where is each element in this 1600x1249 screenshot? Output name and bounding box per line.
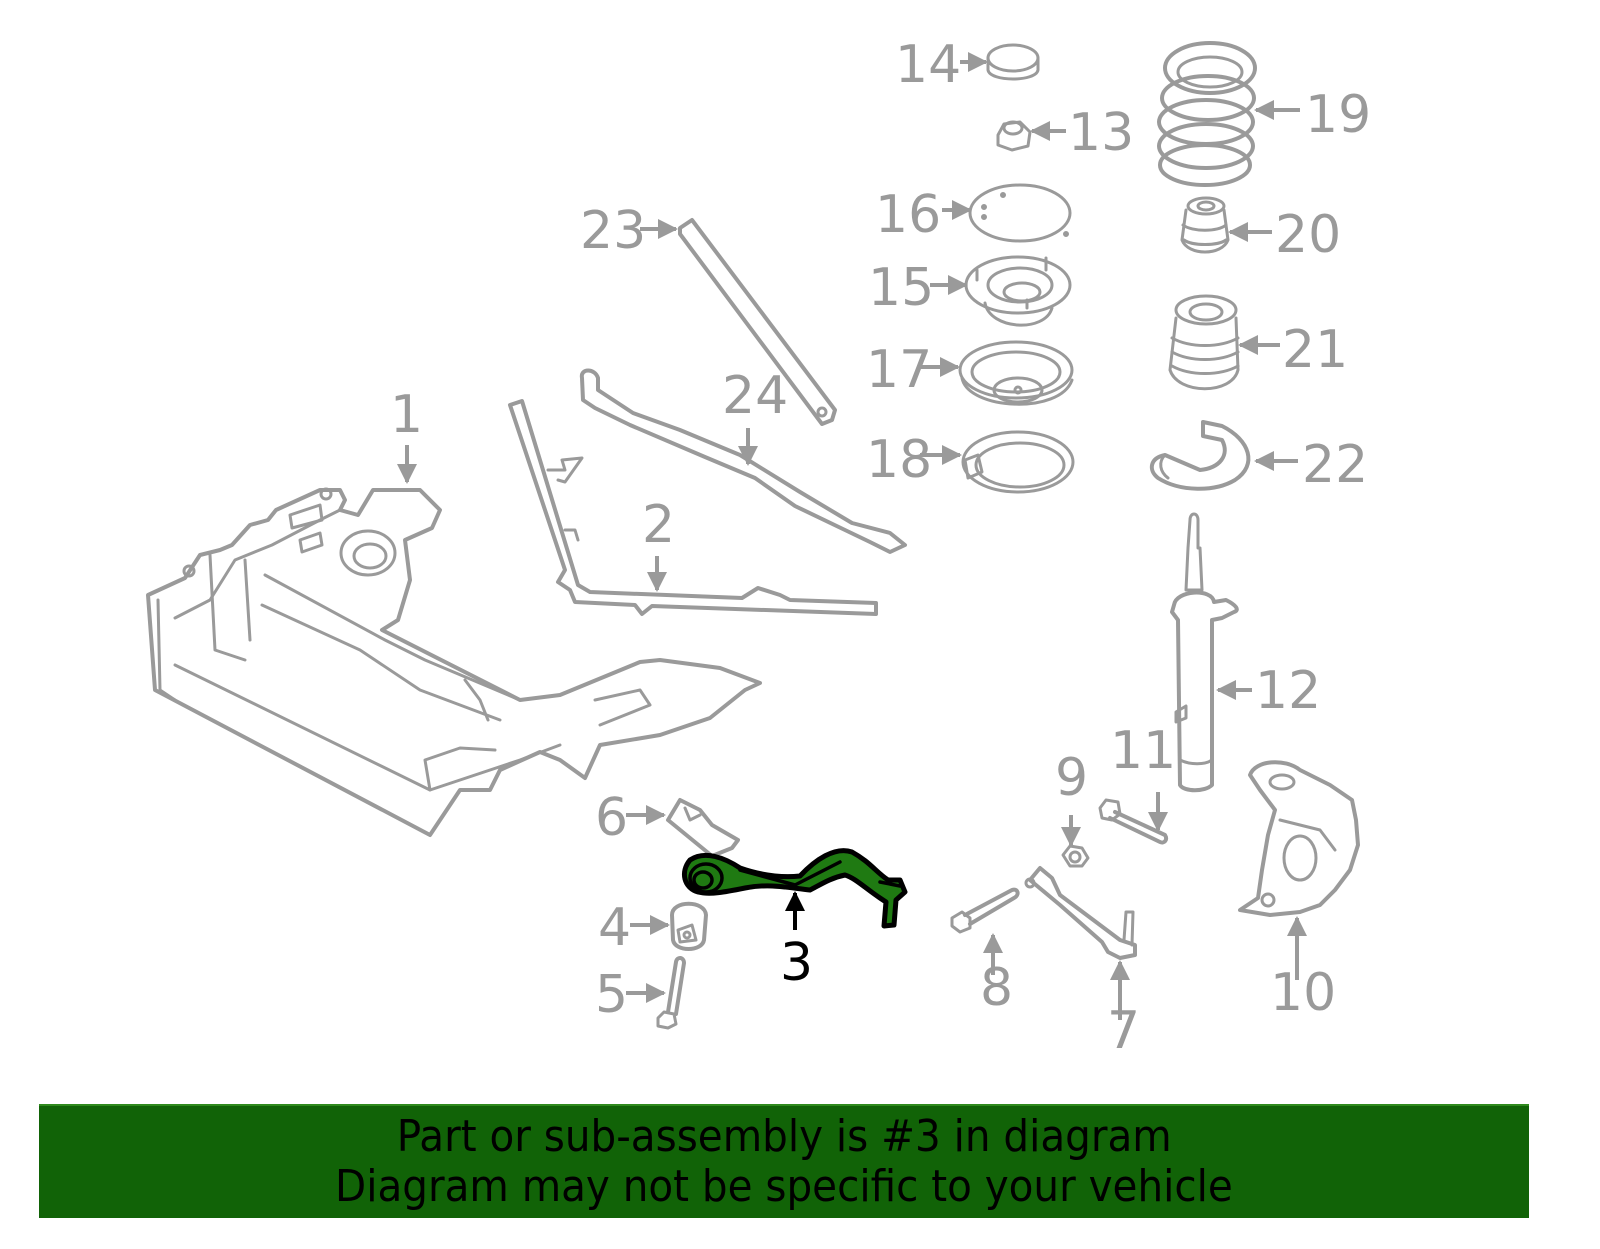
part-21-dust-boot[interactable] bbox=[1168, 294, 1240, 391]
part-10-steering-knuckle[interactable] bbox=[1238, 760, 1360, 917]
callout-22: 22 bbox=[1254, 435, 1368, 495]
callout-19: 19 bbox=[1254, 85, 1371, 145]
callout-13: 13 bbox=[1030, 103, 1134, 163]
svg-text:13: 13 bbox=[1068, 103, 1134, 163]
part-4-bushing[interactable] bbox=[670, 901, 708, 951]
svg-text:14: 14 bbox=[895, 35, 961, 95]
part-19-coil-spring[interactable] bbox=[1157, 41, 1257, 187]
info-banner: Part or sub-assembly is #3 in diagram Di… bbox=[39, 1104, 1529, 1218]
callout-5: 5 bbox=[595, 965, 666, 1025]
callout-1: 1 bbox=[390, 385, 423, 484]
part-20-bump-stop[interactable] bbox=[1180, 196, 1230, 254]
svg-text:21: 21 bbox=[1282, 320, 1348, 380]
part-6-bracket[interactable] bbox=[666, 798, 740, 858]
part-7-control-arm[interactable] bbox=[1024, 866, 1137, 960]
svg-text:10: 10 bbox=[1270, 963, 1336, 1023]
callout-10: 10 bbox=[1270, 916, 1336, 1023]
callout-12: 12 bbox=[1216, 661, 1321, 721]
part-23-strut-rod[interactable] bbox=[678, 218, 837, 426]
svg-text:23: 23 bbox=[580, 201, 646, 261]
svg-text:24: 24 bbox=[722, 366, 788, 426]
part-18-spring-pad[interactable] bbox=[961, 430, 1075, 494]
part-12-shock-strut[interactable] bbox=[1170, 512, 1239, 793]
part-3-control-arm-highlighted[interactable] bbox=[681, 848, 908, 929]
callout-23: 23 bbox=[580, 201, 678, 261]
callout-7: 7 bbox=[1107, 960, 1140, 1061]
banner-line-part-info: Part or sub-assembly is #3 in diagram bbox=[396, 1111, 1172, 1162]
svg-text:3: 3 bbox=[780, 933, 813, 993]
svg-text:1: 1 bbox=[390, 385, 423, 445]
callout-15: 15 bbox=[868, 258, 968, 318]
svg-text:6: 6 bbox=[595, 788, 628, 848]
callout-3: 3 bbox=[780, 891, 813, 993]
callout-16: 16 bbox=[875, 185, 972, 245]
svg-text:19: 19 bbox=[1305, 85, 1371, 145]
part-14-cap[interactable] bbox=[986, 43, 1040, 81]
svg-text:9: 9 bbox=[1055, 748, 1088, 808]
callout-24: 24 bbox=[722, 366, 788, 466]
part-13-nut[interactable] bbox=[996, 120, 1032, 152]
callout-17: 17 bbox=[866, 340, 960, 400]
part-16-gasket[interactable] bbox=[968, 183, 1072, 243]
svg-text:2: 2 bbox=[642, 495, 675, 555]
svg-text:18: 18 bbox=[866, 430, 932, 490]
part-17-spring-seat[interactable] bbox=[958, 340, 1074, 406]
part-22-lower-spring-pad[interactable] bbox=[1149, 420, 1251, 491]
svg-text:4: 4 bbox=[598, 898, 631, 958]
svg-text:7: 7 bbox=[1107, 1001, 1140, 1061]
callout-11: 11 bbox=[1110, 721, 1176, 832]
parts-diagram: 1 2 23 24 6 bbox=[146, 35, 1371, 1061]
callout-4: 4 bbox=[598, 898, 670, 958]
callout-20: 20 bbox=[1228, 205, 1341, 265]
svg-text:8: 8 bbox=[980, 958, 1013, 1018]
svg-text:11: 11 bbox=[1110, 721, 1176, 781]
part-8-bolt[interactable] bbox=[950, 887, 1020, 934]
banner-line-disclaimer: Diagram may not be specific to your vehi… bbox=[335, 1161, 1233, 1212]
part-15-strut-mount[interactable] bbox=[964, 255, 1072, 327]
svg-text:22: 22 bbox=[1302, 435, 1368, 495]
part-1-subframe[interactable] bbox=[146, 487, 762, 837]
part-9-nut[interactable] bbox=[1061, 844, 1090, 868]
callout-2: 2 bbox=[642, 495, 675, 592]
svg-text:5: 5 bbox=[595, 965, 628, 1025]
callout-14: 14 bbox=[895, 35, 988, 95]
part-5-bolt[interactable] bbox=[656, 956, 686, 1030]
callout-6: 6 bbox=[595, 788, 666, 848]
svg-text:20: 20 bbox=[1275, 205, 1341, 265]
svg-text:12: 12 bbox=[1255, 661, 1321, 721]
callout-21: 21 bbox=[1238, 320, 1348, 380]
svg-text:17: 17 bbox=[866, 340, 932, 400]
part-11-bolt[interactable] bbox=[1098, 798, 1169, 845]
svg-text:15: 15 bbox=[868, 258, 934, 318]
svg-text:16: 16 bbox=[875, 185, 941, 245]
callout-18: 18 bbox=[866, 430, 962, 490]
part-2-brace[interactable] bbox=[508, 399, 878, 616]
callout-9: 9 bbox=[1055, 748, 1088, 847]
callout-8: 8 bbox=[980, 933, 1013, 1018]
